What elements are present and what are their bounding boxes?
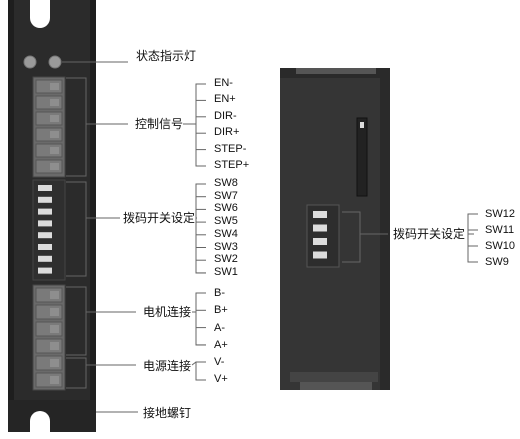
control-pin-en: EN+ bbox=[214, 93, 236, 106]
power-label: 电源连接 bbox=[143, 359, 192, 373]
control-pin-dir: DIR- bbox=[214, 109, 237, 122]
motor-terminal-screw bbox=[50, 342, 59, 350]
control-terminal-screw bbox=[50, 99, 59, 106]
dip-switch-sw2: SW2 bbox=[214, 253, 238, 266]
side-vent-slot bbox=[356, 117, 368, 197]
side-dip-switch-lever bbox=[313, 224, 327, 232]
control-pin-step: STEP+ bbox=[214, 159, 250, 171]
bottom-mount-slot bbox=[30, 411, 50, 435]
leader-lines bbox=[62, 61, 478, 413]
leader-line bbox=[195, 292, 206, 346]
leader-line bbox=[195, 361, 206, 381]
control-terminal-screw bbox=[50, 115, 59, 122]
leader-line bbox=[66, 286, 87, 356]
led-1 bbox=[23, 55, 37, 69]
ground-label: 接地螺钉 bbox=[143, 406, 192, 420]
dip-switch-lever bbox=[38, 232, 52, 239]
motor-pin-a: A+ bbox=[214, 338, 228, 351]
leader-line bbox=[467, 213, 478, 263]
dip-switch-lever bbox=[38, 196, 52, 203]
side-dip-switch-sw10: SW10 bbox=[485, 240, 515, 252]
dip-switch-slots bbox=[38, 185, 52, 274]
control-signal-label: 控制信号 bbox=[135, 117, 184, 131]
leader-line bbox=[195, 83, 206, 167]
dip-switch-block bbox=[32, 179, 66, 281]
motor-terminal-screw bbox=[50, 308, 59, 316]
motor-label: 电机连接 bbox=[143, 305, 192, 319]
dip-switch-sw3: SW3 bbox=[214, 240, 238, 253]
side-dip-switch-label: 拨码开关设定 bbox=[393, 227, 466, 241]
motor-pin-b: B+ bbox=[214, 304, 228, 317]
side-vent-highlight bbox=[360, 122, 364, 128]
indicator-label: 状态指示灯 bbox=[136, 49, 197, 63]
motor-pin-b: B- bbox=[214, 287, 225, 299]
control-terminal-screw bbox=[50, 83, 59, 90]
motor-terminal-slots bbox=[35, 287, 63, 388]
side-panel-foot bbox=[300, 382, 372, 390]
dip-switch-sw1: SW1 bbox=[214, 265, 238, 278]
dip-switch-lever bbox=[38, 208, 52, 215]
control-pin-en: EN- bbox=[214, 77, 233, 89]
front-panel-right-edge bbox=[90, 0, 96, 432]
dip-switch-lever bbox=[38, 267, 52, 274]
dip-switch-label: 拨码开关设定 bbox=[123, 211, 196, 225]
leader-line bbox=[195, 183, 206, 274]
control-pin-step: STEP- bbox=[214, 142, 247, 155]
dip-switch-lever bbox=[38, 255, 52, 262]
side-panel-bottom bbox=[290, 372, 378, 382]
motor-terminal-screw bbox=[50, 325, 59, 333]
power-pin-v: V- bbox=[214, 356, 225, 368]
front-panel-left-edge bbox=[8, 0, 14, 432]
dip-switch-lever bbox=[38, 220, 52, 227]
dip-switch-sw5: SW5 bbox=[214, 215, 238, 228]
side-dip-switch-sw11: SW11 bbox=[485, 224, 515, 236]
dip-switch-lever bbox=[38, 244, 52, 250]
power-pin-v: V+ bbox=[214, 373, 228, 385]
side-dip-switch-sw9: SW9 bbox=[485, 256, 509, 268]
control-terminal-screw bbox=[50, 131, 59, 138]
side-dip-switch-slots bbox=[313, 211, 327, 259]
side-dip-switch-sw12: SW12 bbox=[485, 208, 515, 220]
led-2 bbox=[48, 55, 62, 69]
front-bottom-strip bbox=[8, 400, 96, 432]
control-terminal-screw bbox=[50, 163, 59, 170]
leader-line bbox=[191, 361, 197, 366]
dip-switch-lever bbox=[38, 185, 52, 191]
leader-line bbox=[342, 211, 361, 263]
side-dip-switch-lever bbox=[313, 251, 327, 259]
leader-line bbox=[66, 181, 87, 277]
side-dip-switch-lever bbox=[313, 238, 327, 245]
dip-switch-sw7: SW7 bbox=[214, 189, 238, 202]
leader-line bbox=[66, 77, 87, 177]
side-dip-switch-lever bbox=[313, 211, 327, 218]
control-pin-dir: DIR+ bbox=[214, 126, 240, 139]
leader-line bbox=[66, 357, 87, 389]
dip-switch-sw4: SW4 bbox=[214, 227, 238, 240]
motor-pin-a: A- bbox=[214, 321, 225, 334]
side-panel-top-edge bbox=[296, 68, 376, 74]
top-mount-slot bbox=[30, 0, 50, 28]
motor-terminal-screw bbox=[50, 376, 59, 384]
control-terminal-screw bbox=[50, 147, 59, 154]
dip-switch-sw8: SW8 bbox=[214, 177, 238, 189]
dip-switch-sw6: SW6 bbox=[214, 202, 238, 215]
motor-terminal-screw bbox=[50, 291, 59, 299]
control-terminal-slots bbox=[35, 79, 63, 174]
motor-terminal-screw bbox=[50, 359, 59, 367]
